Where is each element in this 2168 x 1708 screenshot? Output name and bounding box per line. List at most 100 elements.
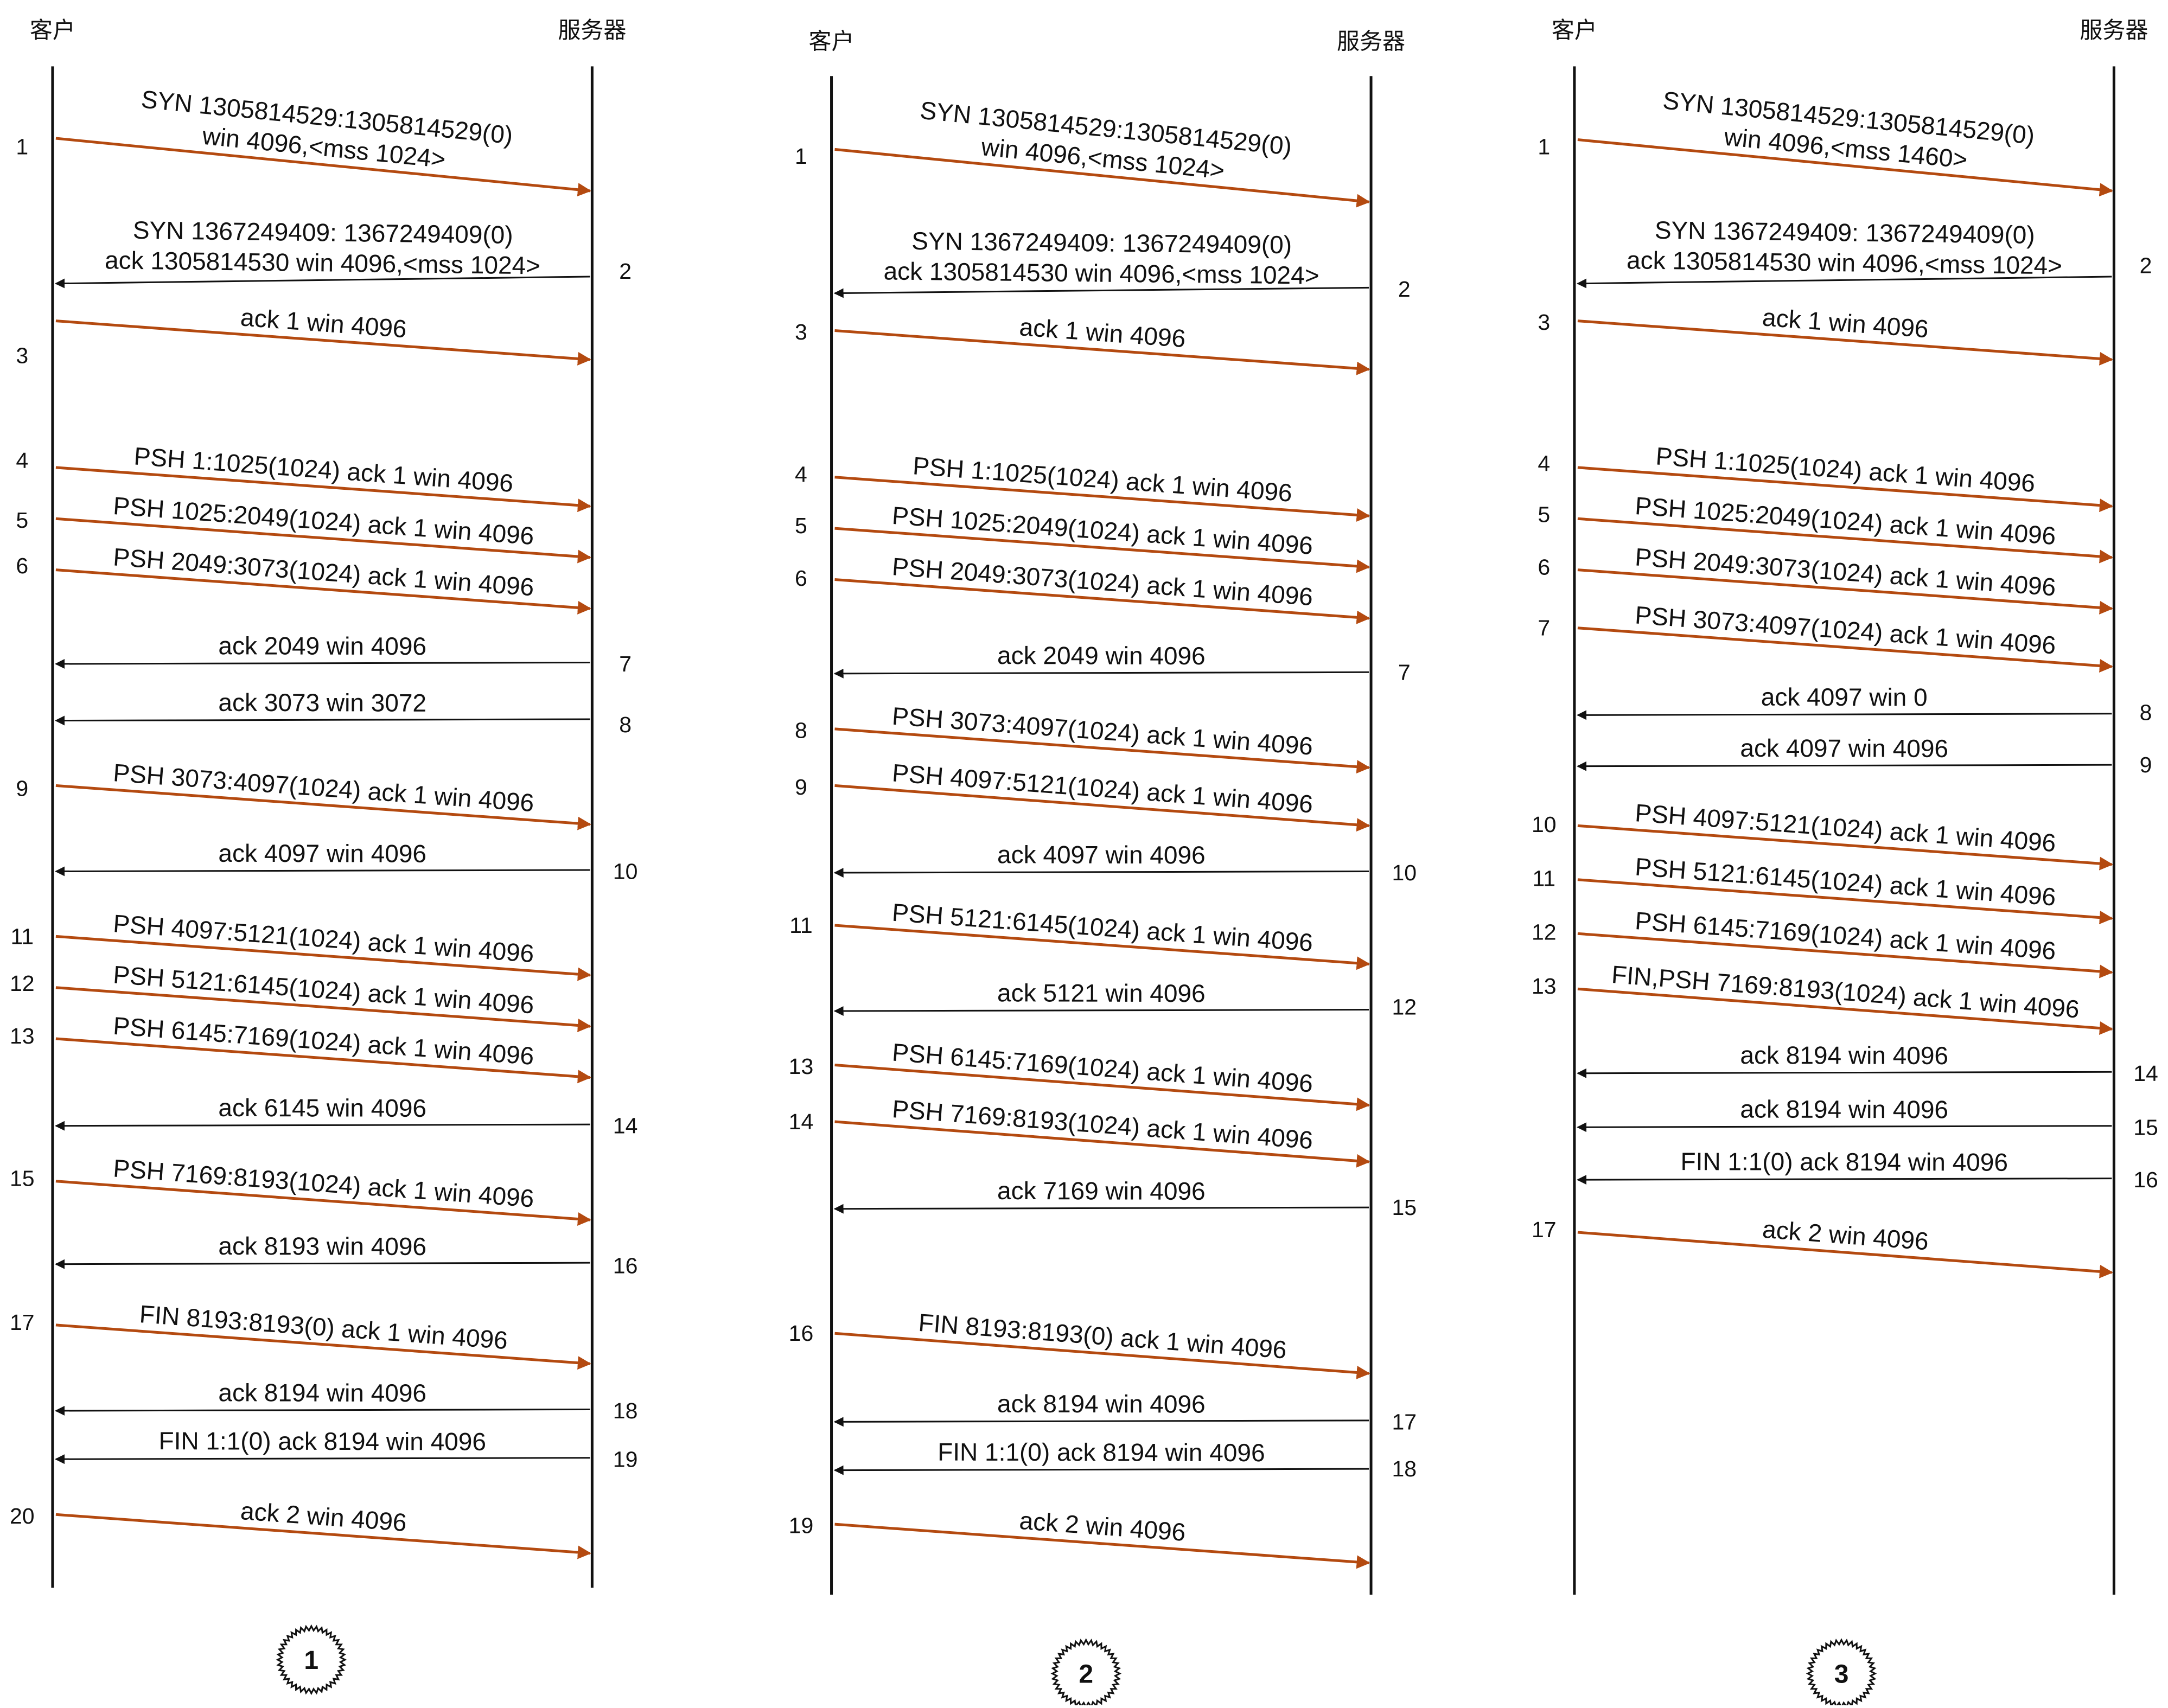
sequence-number: 17 — [1392, 1409, 1417, 1434]
message-label: PSH 5121:6145(1024) ack 1 win 4096 — [112, 960, 535, 1019]
message-arrow — [1577, 1122, 2112, 1133]
message-label: ack 4097 win 4096 — [1740, 734, 1948, 763]
sequence-number: 2 — [1398, 277, 1411, 302]
message-arrow — [55, 986, 591, 1032]
message-label: ack 4097 win 4096 — [997, 840, 1206, 869]
message-arrow — [55, 1513, 591, 1559]
sequence-number: 7 — [1538, 616, 1550, 641]
message-label: PSH 5121:6145(1024) ack 1 win 4096 — [1634, 853, 2057, 911]
message-4: 4 PSH 1:1025(1024) ack 1 win 4096 — [16, 442, 591, 513]
message-arrow — [55, 1037, 591, 1084]
client-title: 客户 — [30, 17, 75, 43]
badge-number: 2 — [1079, 1660, 1093, 1689]
sequence-number: 16 — [789, 1321, 814, 1346]
message-label: PSH 6145:7169(1024) ack 1 win 4096 — [112, 1012, 535, 1070]
sequence-number: 15 — [1392, 1195, 1417, 1220]
message-label: ack 8194 win 4096 — [218, 1378, 426, 1407]
message-arrow — [55, 1454, 590, 1464]
message-arrow — [55, 1405, 590, 1416]
sequence-number: 4 — [795, 462, 807, 487]
sequence-number: 17 — [1532, 1217, 1557, 1242]
message-arrow — [1577, 761, 2112, 771]
message-arrow — [833, 1006, 1369, 1016]
message-arrow — [55, 715, 590, 726]
sequence-number: 1 — [1538, 134, 1550, 159]
diagram-badge: 1 — [276, 1624, 347, 1696]
message-arrow — [1577, 276, 2112, 289]
message-arrow — [1577, 824, 2113, 871]
message-label: ack 8193 win 4096 — [218, 1232, 426, 1261]
sequence-number: 13 — [10, 1023, 35, 1048]
message-label: PSH 1025:2049(1024) ack 1 win 4096 — [112, 491, 535, 550]
message-label: ack 1305814530 win 4096,<mss 1024> — [883, 257, 1319, 289]
message-14: 14 ack 6145 win 4096 — [55, 1093, 638, 1138]
message-arrow — [1577, 932, 2113, 978]
message-label: ack 8194 win 4096 — [1740, 1095, 1948, 1123]
message-label: ack 6145 win 4096 — [218, 1093, 426, 1122]
message-arrow — [834, 578, 1370, 624]
message-arrow — [55, 466, 591, 513]
message-label: ack 8194 win 4096 — [1740, 1041, 1948, 1070]
message-arrow — [833, 286, 1369, 298]
sequence-number: 5 — [795, 513, 807, 538]
sequence-number: 8 — [2140, 700, 2152, 725]
sequence-number: 10 — [613, 859, 638, 884]
sequence-number: 14 — [613, 1114, 638, 1138]
message-arrow — [833, 868, 1369, 878]
message-arrow — [55, 935, 591, 981]
sequence-number: 10 — [1532, 812, 1557, 837]
message-arrow — [1577, 710, 2112, 720]
sequence-number: 3 — [795, 319, 807, 344]
message-arrow — [834, 476, 1370, 522]
message-label: ack 4097 win 4096 — [218, 839, 426, 868]
diagram-badge: 2 — [1050, 1638, 1122, 1708]
message-arrow — [834, 148, 1370, 208]
sequence-number: 8 — [795, 718, 807, 743]
message-label: SYN 1367249409: 1367249409(0) — [911, 227, 1292, 259]
message-label: ack 1305814530 win 4096,<mss 1024> — [105, 246, 541, 279]
message-label: PSH 3073:4097(1024) ack 1 win 4096 — [112, 758, 535, 817]
message-arrow — [55, 319, 591, 366]
message-label: PSH 4097:5121(1024) ack 1 win 4096 — [891, 758, 1314, 818]
message-label: PSH 1:1025(1024) ack 1 win 4096 — [133, 442, 514, 497]
message-arrow — [1577, 1068, 2112, 1078]
message-label: ack 1305814530 win 4096,<mss 1024> — [1627, 246, 2063, 279]
sequence-number: 14 — [2133, 1061, 2158, 1086]
sequence-number: 12 — [1392, 994, 1417, 1019]
message-label: ack 2049 win 4096 — [997, 641, 1206, 670]
message-label: PSH 6145:7169(1024) ack 1 win 4096 — [1634, 906, 2057, 965]
message-label: FIN 8193:8193(0) ack 1 win 4096 — [917, 1308, 1287, 1364]
message-13: 13 PSH 6145:7169(1024) ack 1 win 4096 — [10, 1012, 591, 1084]
message-label: PSH 2049:3073(1024) ack 1 win 4096 — [112, 542, 535, 601]
sequence-number: 2 — [619, 259, 632, 284]
message-arrow — [834, 924, 1370, 970]
message-label: ack 2049 win 4096 — [218, 631, 426, 660]
sequence-number: 4 — [16, 448, 28, 473]
message-arrow — [55, 866, 590, 877]
message-label: PSH 6145:7169(1024) ack 1 win 4096 — [891, 1038, 1314, 1097]
message-arrow — [834, 527, 1370, 573]
